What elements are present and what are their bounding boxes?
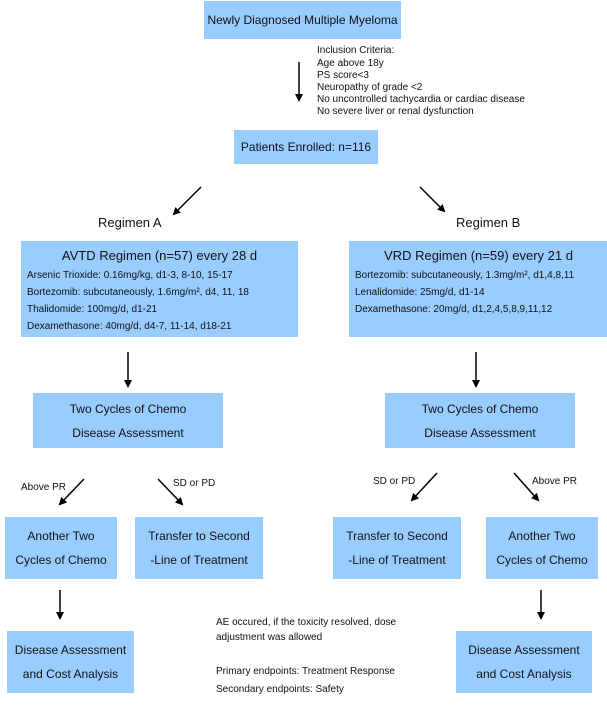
enrolled-text: Patients Enrolled: n=116 <box>240 140 372 154</box>
inclusion-item: Age above 18y <box>317 58 384 69</box>
regimen-a-another-box: Another Two Cycles of Chemo <box>5 517 117 579</box>
regimen-b-title: VRD Regimen (n=59) every 21 d <box>384 248 573 263</box>
final-line: Disease Assessment <box>468 643 580 657</box>
arrow-a-above-pr <box>58 478 85 506</box>
regimen-a-assessment-box: Two Cycles of Chemo Disease Assessment <box>33 393 223 448</box>
assessment-line: Two Cycles of Chemo <box>421 401 539 416</box>
final-line: and Cost Analysis <box>476 667 572 681</box>
another-line: Another Two <box>508 529 576 543</box>
assessment-line: Disease Assessment <box>72 425 184 440</box>
inclusion-item: No severe liver or renal dysfunction <box>317 106 474 117</box>
regimen-a-line: Bortezomib: subcutaneously, 1.6mg/m², d4… <box>27 287 249 298</box>
enrolled-box: Patients Enrolled: n=116 <box>234 130 378 164</box>
inclusion-item: No uncontrolled tachycardia or cardiac d… <box>317 94 525 105</box>
regimen-a-label: Regimen A <box>98 215 162 230</box>
regimen-b-above-pr-label: Above PR <box>532 476 578 487</box>
ae-note-line: AE occured, if the toxicity resolved, do… <box>216 617 397 628</box>
final-line: Disease Assessment <box>14 643 127 657</box>
arrow-a-sd-pd <box>157 478 184 506</box>
regimen-a-line: Dexamethasone: 40mg/d, d4-7, 11-14, d18-… <box>27 321 232 332</box>
regimen-b-another-box: Another Two Cycles of Chemo <box>486 517 598 579</box>
regimen-a-line: Arsenic Trioxide: 0.16mg/kg, d1-3, 8-10,… <box>27 270 233 281</box>
transfer-line: -Line of Treatment <box>348 553 446 567</box>
final-line: and Cost Analysis <box>22 667 119 681</box>
inclusion-item: PS score<3 <box>317 70 369 81</box>
regimen-b-transfer-box: Transfer to Second -Line of Treatment <box>333 517 461 579</box>
another-line: Another Two <box>27 529 95 543</box>
transfer-line: Transfer to Second <box>346 529 448 543</box>
regimen-a-sd-pd-label: SD or PD <box>173 478 216 489</box>
inclusion-item: Neuropathy of grade <2 <box>317 82 423 93</box>
regimen-b-label: Regimen B <box>456 215 521 230</box>
regimen-a-box: AVTD Regimen (n=57) every 28 d Arsenic T… <box>21 241 298 337</box>
regimen-b-box: VRD Regimen (n=59) every 21 d Bortezomib… <box>349 241 607 337</box>
regimen-a-final-box: Disease Assessment and Cost Analysis <box>7 631 134 693</box>
title-box: Newly Diagnosed Multiple Myeloma <box>204 1 401 39</box>
secondary-endpoint-note: Secondary endpoints: Safety <box>216 684 344 695</box>
regimen-a-above-pr-label: Above PR <box>21 482 67 493</box>
another-line: Cycles of Chemo <box>15 553 107 567</box>
transfer-line: -Line of Treatment <box>150 553 248 567</box>
ae-note-line: adjustment was allowed <box>216 632 323 643</box>
assessment-line: Disease Assessment <box>424 425 536 440</box>
title-text: Newly Diagnosed Multiple Myeloma <box>207 13 398 27</box>
another-line: Cycles of Chemo <box>496 553 588 567</box>
regimen-b-line: Bortezomib: subcutaneously, 1.3mg/m², d1… <box>355 270 575 281</box>
regimen-a-line: Thalidomide: 100mg/d, d1-21 <box>27 304 158 315</box>
arrow-to-regimen-b <box>419 186 446 213</box>
inclusion-heading: Inclusion Criteria: <box>317 45 395 56</box>
regimen-a-title: AVTD Regimen (n=57) every 28 d <box>61 248 258 263</box>
assessment-line: Two Cycles of Chemo <box>69 401 187 416</box>
transfer-line: Transfer to Second <box>148 529 250 543</box>
primary-endpoint-note: Primary endpoints: Treatment Response <box>216 666 395 677</box>
regimen-b-line: Lenalidomide: 25mg/d, d1-14 <box>355 287 485 298</box>
regimen-a-transfer-box: Transfer to Second -Line of Treatment <box>135 517 263 579</box>
regimen-b-sd-pd-label: SD or PD <box>373 476 416 487</box>
regimen-b-final-box: Disease Assessment and Cost Analysis <box>456 631 592 693</box>
regimen-b-line: Dexamethasone: 20mg/d, d1,2,4,5,8,9,11,1… <box>355 304 553 315</box>
arrow-to-regimen-a <box>172 186 202 216</box>
regimen-b-assessment-box: Two Cycles of Chemo Disease Assessment <box>385 393 575 448</box>
arrow-b-sd-pd <box>410 472 438 502</box>
arrow-b-above-pr <box>513 472 540 502</box>
